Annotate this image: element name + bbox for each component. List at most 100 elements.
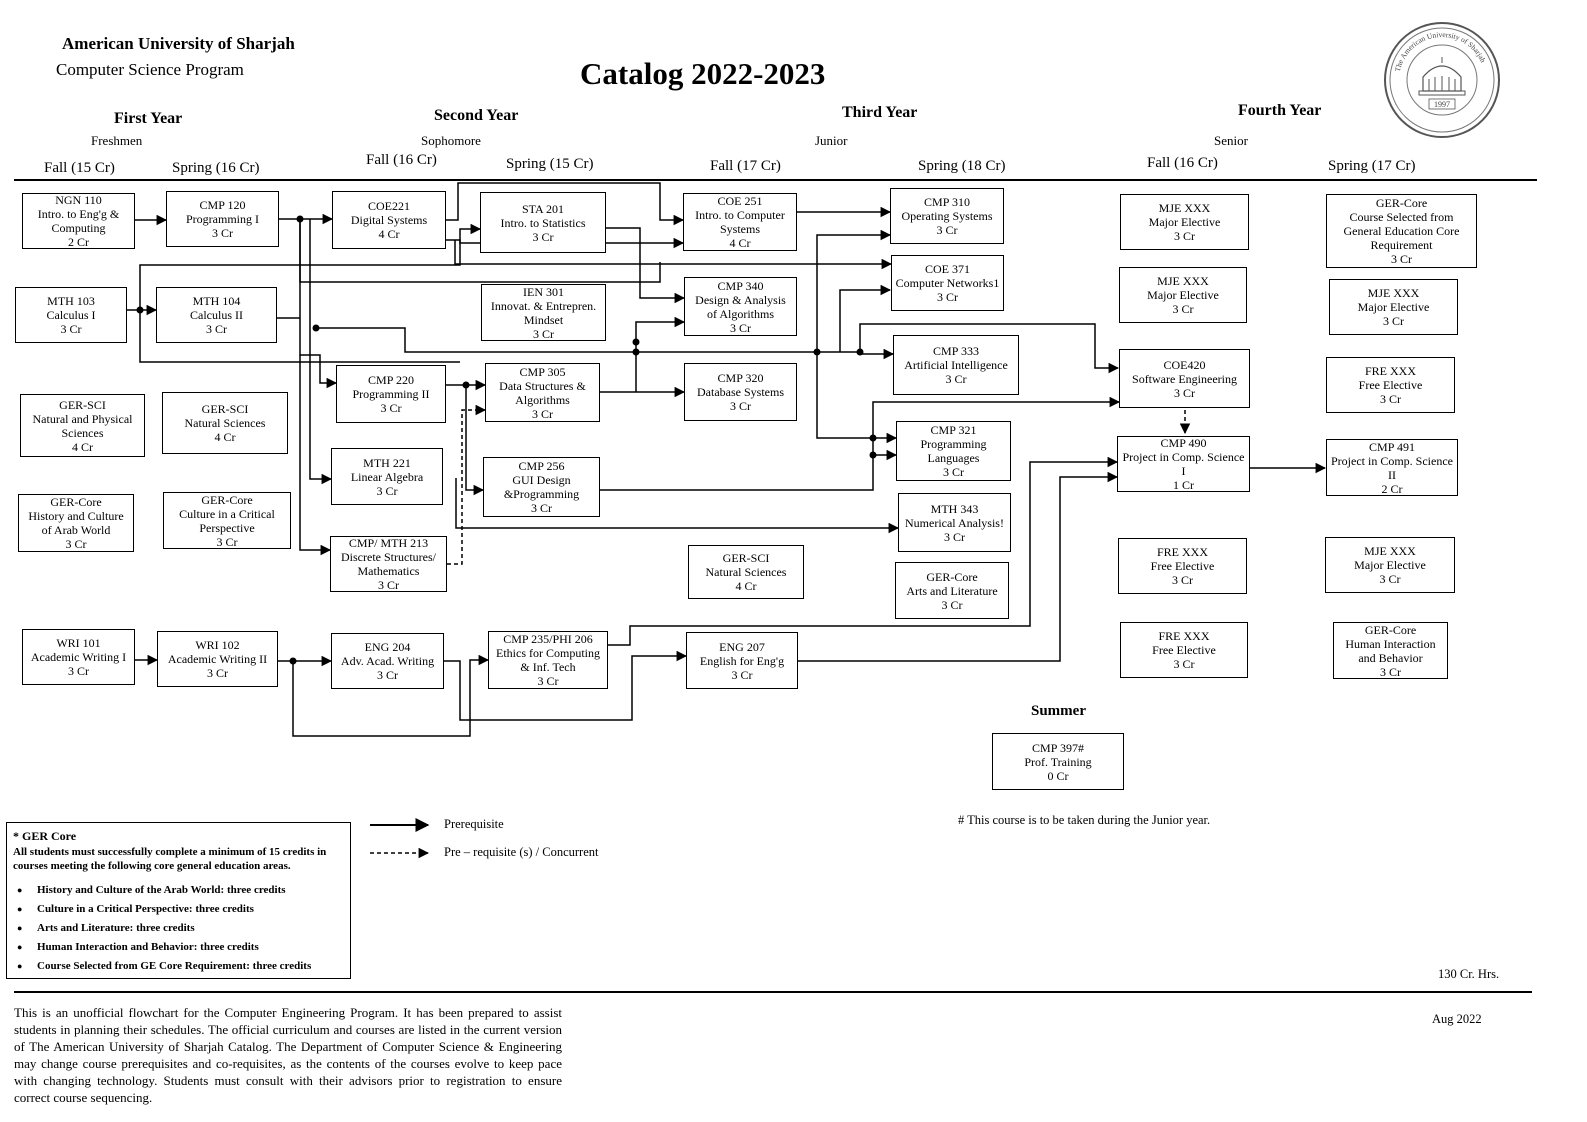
course-title: Numerical Analysis!: [905, 515, 1004, 530]
course-code: IEN 301: [523, 284, 564, 299]
course-title: Data Structures &: [499, 378, 586, 393]
page-title: Catalog 2022-2023: [580, 56, 826, 91]
course-title: Natural and Physical: [32, 411, 133, 426]
course-code: MTH 221: [363, 455, 411, 470]
course-code: MTH 103: [47, 294, 95, 308]
course-credits: 3 Cr: [1379, 572, 1401, 586]
ger-core-list: History and Culture of the Arab World: t…: [13, 881, 344, 976]
course-code: CMP 340: [717, 278, 764, 293]
course-credits: 0 Cr: [1047, 768, 1069, 783]
course-title: Free Elective: [1358, 378, 1423, 392]
footer-divider: [14, 991, 1532, 993]
summer-heading: Summer: [1031, 703, 1086, 719]
course-code: FRE XXX: [1158, 629, 1210, 643]
course-title: GUI Design: [512, 473, 571, 487]
seal-year: 1997: [1434, 100, 1450, 109]
year-3-spring: Spring (18 Cr): [918, 158, 1006, 174]
course-title: Free Elective: [1152, 643, 1216, 657]
course-code: CMP/ MTH 213: [348, 536, 429, 550]
course-title: Database Systems: [697, 385, 784, 399]
course-code: CMP 490: [1160, 436, 1207, 450]
course-title: Intro. to Eng'g &: [37, 207, 120, 221]
course-title: Major Elective: [1357, 300, 1430, 314]
course-title: I: [1181, 464, 1186, 478]
course-credits: 3 Cr: [376, 483, 398, 498]
course-credits: 3 Cr: [731, 667, 753, 682]
ger-core-intro: All students must successfully complete …: [13, 846, 327, 872]
course-title: Free Elective: [1150, 559, 1215, 573]
course-title: Academic Writing II: [167, 652, 268, 666]
course-title: Calculus I: [46, 308, 96, 322]
course-code: GER-SCI: [201, 402, 249, 416]
course-credits: 3 Cr: [377, 668, 398, 682]
year-2-level: Sophomore: [421, 133, 481, 148]
year-3-level: Junior: [815, 133, 848, 148]
year-4-title: Fourth Year: [1238, 102, 1322, 119]
course-code: MJE XXX: [1157, 274, 1209, 288]
course-code: GER-Core: [201, 492, 253, 507]
year-1-fall: Fall (15 Cr): [44, 160, 115, 176]
course-credits: 2 Cr: [68, 235, 89, 249]
year-4-fall: Fall (16 Cr): [1147, 155, 1218, 171]
course-title: & Inf. Tech: [520, 660, 576, 674]
course-title: Academic Writing I: [30, 650, 127, 664]
course-code: GER-Core: [926, 569, 978, 584]
course-credits: 3 Cr: [212, 226, 233, 240]
course-title: Major Elective: [1147, 288, 1219, 302]
course-code: CMP 305: [519, 364, 566, 379]
ger-core-item: Culture in a Critical Perspective: three…: [17, 900, 344, 919]
course-credits: 3 Cr: [532, 229, 554, 244]
course-code: STA 201: [521, 201, 565, 216]
header-divider: [14, 179, 1537, 181]
course-code: MJE XXX: [1367, 286, 1420, 300]
course-credits: 3 Cr: [730, 399, 751, 413]
course-code: CMP 321: [930, 423, 977, 437]
course-title: Digital Systems: [350, 213, 428, 227]
course-code: CMP 333: [933, 344, 979, 358]
